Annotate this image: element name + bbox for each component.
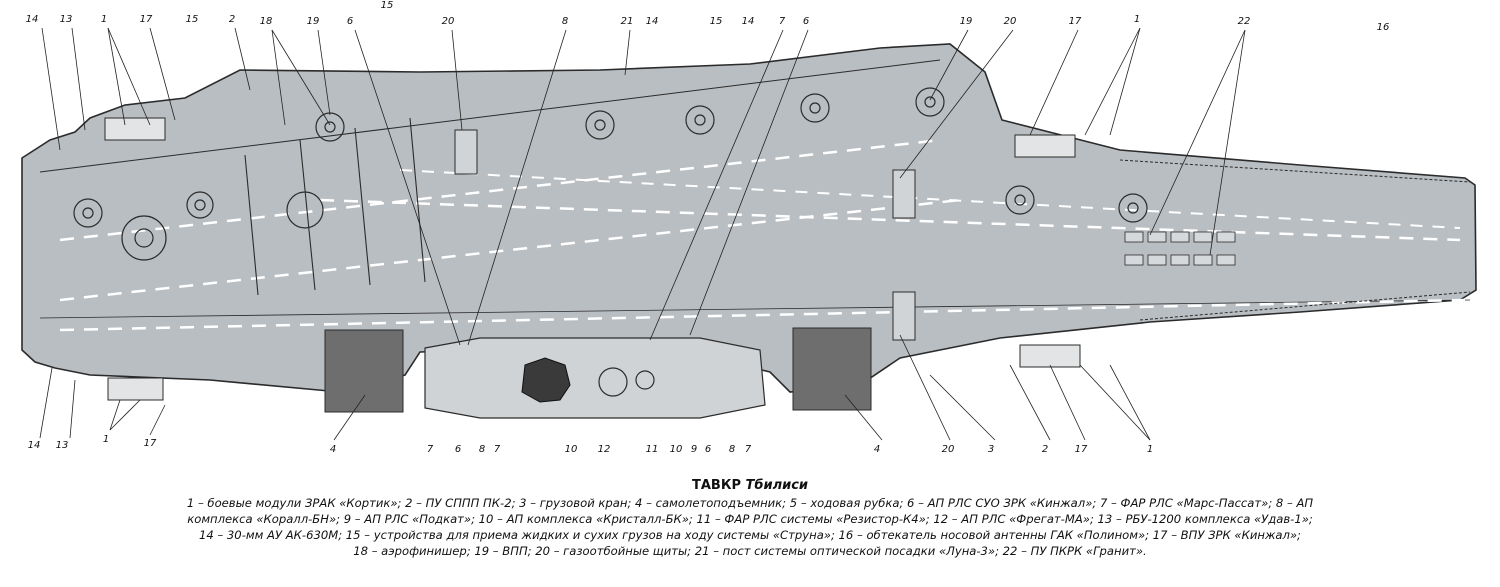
callout-number: 7 <box>745 444 752 455</box>
axial-deck-edge <box>39 299 1471 319</box>
granit-launchers <box>1124 231 1236 266</box>
figure-title: ТАВКР Тбилиси <box>0 478 1500 493</box>
figure-legend: 1 – боевые модули ЗРАК «Кортик»; 2 – ПУ … <box>0 495 1500 559</box>
callout-number: 13 <box>60 14 73 25</box>
callout-number: 20 <box>942 444 955 455</box>
callout-number: 2 <box>1042 444 1048 455</box>
callout-number: 22 <box>1238 16 1251 27</box>
radar-dome <box>521 357 571 403</box>
arresting-wires <box>244 117 426 296</box>
kortik-modules <box>104 117 1081 401</box>
figure-title-ship: Тбилиси <box>745 478 809 493</box>
flight-deck-outline <box>21 43 1477 393</box>
callout-number: 6 <box>347 16 353 27</box>
callout-number: 10 <box>565 444 578 455</box>
callout-number: 21 <box>621 16 634 27</box>
callout-number: 1 <box>1134 14 1140 25</box>
angled-deck-edge <box>39 59 941 173</box>
callout-number: 13 <box>56 440 69 451</box>
legend-line: 1 – боевые модули ЗРАК «Кортик»; 2 – ПУ … <box>186 496 1314 510</box>
radar-antenna-fregat <box>598 367 628 397</box>
aircraft-elevator-aft <box>324 329 404 413</box>
landing-centreline <box>59 138 941 242</box>
callout-number: 1 <box>1147 444 1153 455</box>
callout-number: 20 <box>1004 16 1017 27</box>
callout-leaders <box>39 27 1246 441</box>
callout-number: 17 <box>140 14 153 25</box>
callout-number: 1 <box>101 14 107 25</box>
legend-line: 14 – 30-мм АУ АК-630М; 15 – устройства д… <box>199 528 1301 542</box>
callout-number: 15 <box>381 0 394 11</box>
callout-number: 16 <box>1377 22 1390 33</box>
radar-antenna-small <box>635 370 655 390</box>
callout-number: 15 <box>710 16 723 27</box>
callout-number: 4 <box>330 444 336 455</box>
bow-edge-line <box>1119 159 1471 183</box>
callout-number: 3 <box>988 444 994 455</box>
callout-number: 19 <box>307 16 320 27</box>
gas-deflector-shields <box>454 129 916 341</box>
callout-number: 19 <box>960 16 973 27</box>
deck-circles <box>73 87 1148 261</box>
callout-number: 17 <box>1069 16 1082 27</box>
callout-number: 17 <box>144 438 157 449</box>
figure-title-prefix: ТАВКР <box>691 478 741 493</box>
callout-number: 7 <box>779 16 786 27</box>
callout-number: 14 <box>646 16 659 27</box>
callout-number: 7 <box>427 444 434 455</box>
callout-number: 7 <box>494 444 501 455</box>
legend-line: 18 – аэрофинишер; 19 – ВПП; 20 – газоотб… <box>353 544 1147 558</box>
callout-number: 4 <box>874 444 880 455</box>
runway-line-3 <box>399 169 1461 229</box>
legend-line: комплекса «Коралл-БН»; 9 – АП РЛС «Подка… <box>187 512 1313 526</box>
runway-line-1 <box>59 298 1466 332</box>
callout-number: 12 <box>598 444 611 455</box>
callout-number: 14 <box>28 440 41 451</box>
callout-number: 10 <box>670 444 683 455</box>
callout-number: 15 <box>186 14 199 25</box>
callout-number: 8 <box>562 16 568 27</box>
callout-number: 6 <box>455 444 461 455</box>
callout-number: 14 <box>26 14 39 25</box>
callout-number: 8 <box>479 444 485 455</box>
callout-number: 6 <box>705 444 711 455</box>
callout-number: 1 <box>103 434 109 445</box>
aircraft-elevator-fwd <box>792 327 872 411</box>
callout-number: 6 <box>803 16 809 27</box>
figure-caption: ТАВКР Тбилиси 1 – боевые модули ЗРАК «Ко… <box>0 478 1500 559</box>
callout-number: 14 <box>742 16 755 27</box>
callout-number: 8 <box>729 444 735 455</box>
bow-edge-line-lower <box>1139 291 1471 321</box>
callout-number: 2 <box>229 14 235 25</box>
island-superstructure <box>424 337 766 419</box>
callout-number: 17 <box>1075 444 1088 455</box>
callout-number: 20 <box>442 16 455 27</box>
callout-number: 11 <box>646 444 659 455</box>
callout-number: 18 <box>260 16 273 27</box>
callouts-top: 14 13 1 17 15 2 18 19 6 15 20 8 21 14 15 14 7 6 16 19 20 17 1 2… <box>26 0 1390 33</box>
callout-number: 9 <box>691 444 697 455</box>
